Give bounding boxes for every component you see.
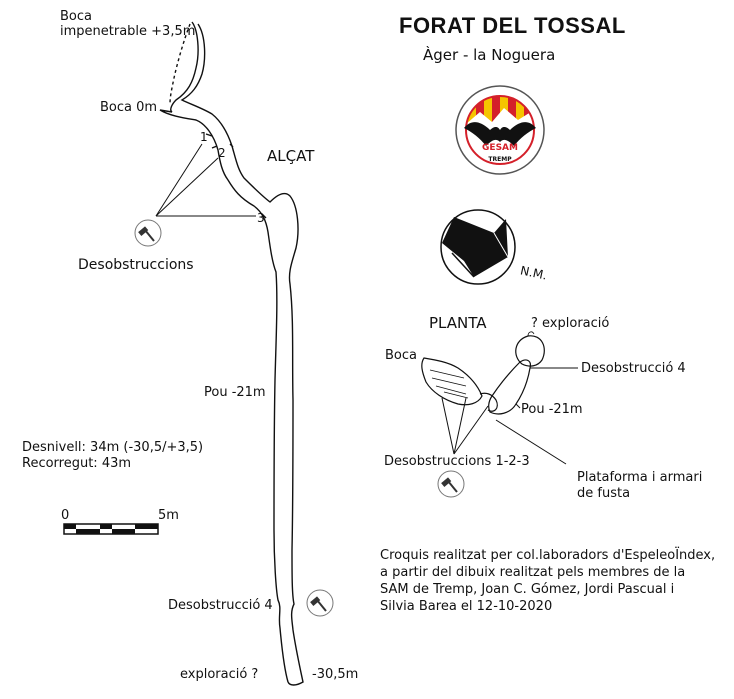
plan-leader-lines (441, 367, 578, 465)
upper-entrance-depth: impenetrable +3,5m (60, 24, 196, 39)
marker-2: 2 (218, 146, 226, 160)
credits-line-2: a partir del dibuix realitzat pels membr… (380, 565, 686, 580)
hammer-icon-plan (437, 470, 465, 498)
drop-stat: Desnivell: 34m (-30,5/+3,5) (22, 440, 204, 455)
page-subtitle: Àger - la Noguera (423, 46, 556, 64)
logo-main-text: GESAM (482, 143, 518, 153)
plan-entrance-label: Boca (385, 348, 417, 363)
entrance-label: Boca 0m (100, 100, 158, 115)
plan-section-label: PLANTA (429, 314, 487, 332)
credits-line-3: SAM de Tremp, Joan C. Gómez, Jordi Pascu… (380, 582, 675, 597)
club-logo: GESAM TREMP (455, 85, 545, 175)
scale-start: 0 (61, 508, 70, 523)
marker-1: 1 (200, 130, 208, 144)
plan-view (421, 331, 545, 415)
scale-end: 5m (158, 508, 179, 523)
shaft-label: Pou -21m (204, 385, 266, 400)
obstruction-leader-lines (155, 143, 256, 217)
bottom-depth-label: -30,5m (312, 667, 359, 682)
credits-line-4: Silvia Barea el 12-10-2020 (380, 599, 553, 614)
scale-bar (63, 523, 159, 535)
upper-entrance-label: Boca (60, 9, 92, 24)
credits-block: Croquis realitzat per col.laboradors d'E… (380, 547, 725, 615)
obstruction-4-label: Desobstrucció 4 (168, 598, 273, 613)
plan-shaft-label: Pou -21m (521, 402, 583, 417)
north-compass (440, 209, 516, 285)
platform-label-2: de fusta (577, 486, 631, 501)
plan-obstructions-label: Desobstruccions 1-2-3 (384, 454, 530, 469)
plan-exploration-label: ? exploració (531, 316, 610, 331)
length-stat: Recorregut: 43m (22, 456, 132, 471)
page-title: FORAT DEL TOSSAL (399, 13, 626, 38)
plan-obstruction-4-label: Desobstrucció 4 (581, 361, 686, 376)
hammer-icon (134, 219, 162, 247)
platform-label: Plataforma i armari (577, 470, 703, 485)
credits-line-1: Croquis realitzat per col.laboradors d'E… (380, 548, 716, 563)
logo-sub-text: TREMP (488, 156, 512, 163)
elevation-section-label: ALÇAT (267, 147, 315, 165)
obstructions-label: Desobstruccions (78, 257, 194, 273)
elevation-profile (159, 21, 304, 686)
hammer-icon-4 (306, 589, 334, 617)
exploration-label: exploració ? (180, 667, 259, 682)
marker-3: 3 (257, 211, 265, 225)
